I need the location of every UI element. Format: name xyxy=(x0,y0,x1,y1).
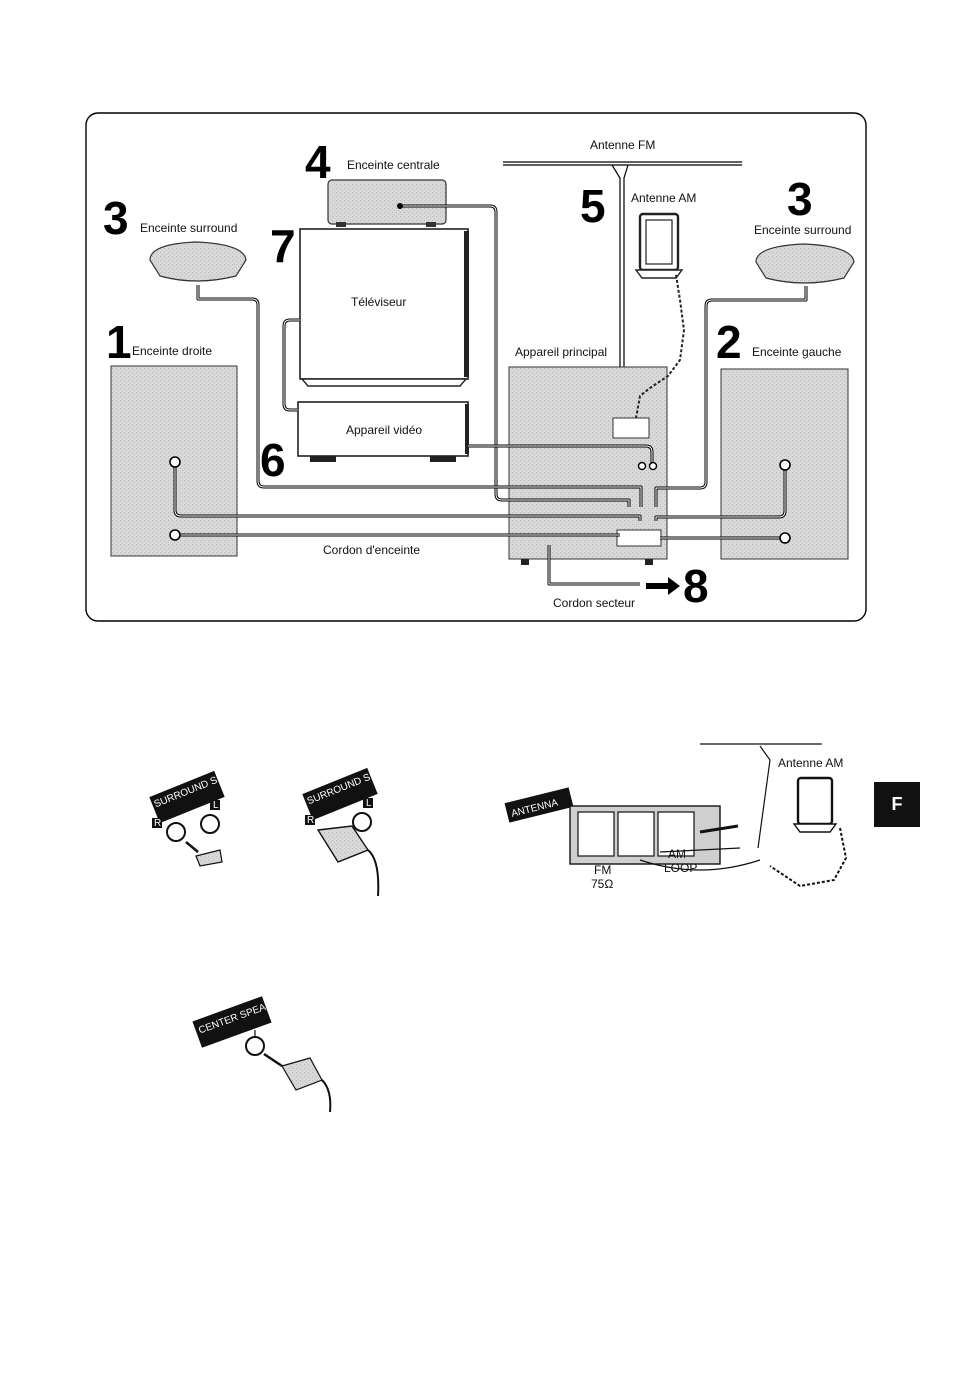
tv-label: Téléviseur xyxy=(351,295,406,309)
arrow-right-icon xyxy=(646,577,680,595)
right-speaker-label: Enceinte droite xyxy=(132,344,212,358)
surround-left-label: Enceinte surround xyxy=(140,221,237,235)
surround-r-tag-1: R xyxy=(154,818,161,829)
antenna-terminal xyxy=(613,418,649,438)
am-terminal-label: AM xyxy=(668,847,686,861)
left-speaker-label: Enceinte gauche xyxy=(752,345,842,359)
surround-jacks-detail-2: SURROUND SPEAKERS R L xyxy=(302,754,416,896)
speaker-terminal xyxy=(617,530,661,546)
speaker-cord-label: Cordon d'enceinte xyxy=(323,543,420,557)
step-number-3b: 3 xyxy=(787,173,813,225)
vcr-label: Appareil vidéo xyxy=(346,423,422,437)
surround-r-tag-2: R xyxy=(307,815,314,826)
antenna-terminal-detail: ANTENNA FM 75Ω AM LOOP Antenne AM xyxy=(505,744,846,891)
fm-ohm-label: 75Ω xyxy=(591,877,613,891)
center-jack-detail: CENTER SPEAKER xyxy=(192,995,330,1112)
center-speaker xyxy=(328,180,446,227)
step-number-7: 7 xyxy=(270,220,296,272)
step-number-8: 8 xyxy=(683,560,709,612)
step-number-4: 4 xyxy=(305,136,331,188)
cable-tv-vcr xyxy=(284,320,300,410)
surround-speaker-right xyxy=(756,244,854,283)
surround-l-tag-1: L xyxy=(213,800,219,811)
loop-terminal-label: LOOP xyxy=(664,861,697,875)
main-unit-label: Appareil principal xyxy=(515,345,607,359)
am-antenna-label: Antenne AM xyxy=(631,191,696,205)
step-number-5: 5 xyxy=(580,180,606,232)
surround-l-tag-2: L xyxy=(366,798,372,809)
step-number-1: 1 xyxy=(106,316,132,368)
step-number-6: 6 xyxy=(260,434,286,486)
surround-speaker-left xyxy=(150,242,246,281)
antenna-am-detail-label: Antenne AM xyxy=(778,756,843,770)
section-tab: F xyxy=(874,782,920,827)
surround-jacks-detail-1: SURROUND SPEAKERS R L xyxy=(149,757,263,866)
step-number-2: 2 xyxy=(716,316,742,368)
fm-terminal-label: FM xyxy=(594,863,611,877)
power-cord-label: Cordon secteur xyxy=(553,596,635,610)
step-number-3a: 3 xyxy=(103,192,129,244)
fm-antenna-label: Antenne FM xyxy=(590,138,655,152)
surround-right-label: Enceinte surround xyxy=(754,223,851,237)
center-speaker-label: Enceinte centrale xyxy=(347,158,440,172)
